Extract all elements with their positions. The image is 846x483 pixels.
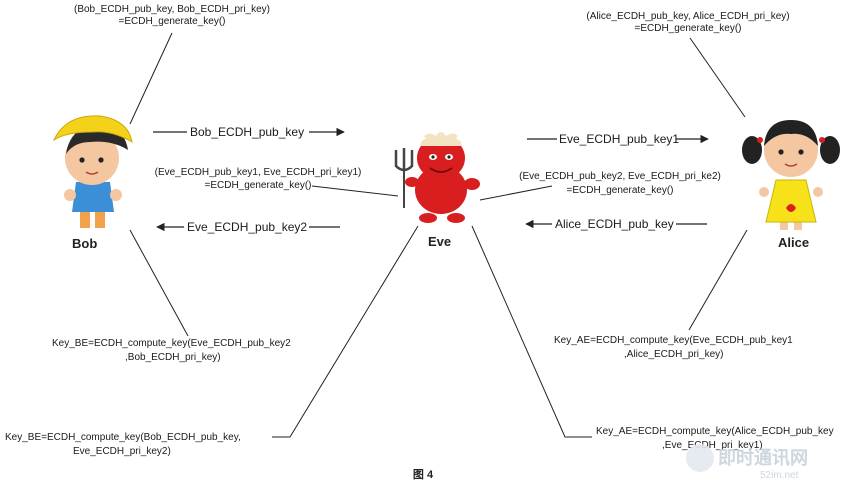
arrow-bob-to-eve: Bob_ECDH_pub_key: [153, 125, 345, 139]
arrow-label-eve-pub1: Eve_ECDH_pub_key1: [559, 132, 679, 146]
bob-character: Bob: [52, 115, 133, 251]
svg-text:(Alice_ECDH_pub_key, Alice_ECD: (Alice_ECDH_pub_key, Alice_ECDH_pri_key): [586, 11, 789, 22]
svg-text:(Bob_ECDH_pub_key, Bob_ECDH_pr: (Bob_ECDH_pub_key, Bob_ECDH_pri_key): [74, 4, 270, 15]
svg-text:(Eve_ECDH_pub_key2, Eve_ECDH_p: (Eve_ECDH_pub_key2, Eve_ECDH_pri_ke2): [519, 171, 721, 182]
svg-text:Key_BE=ECDH_compute_key(Eve_EC: Key_BE=ECDH_compute_key(Eve_ECDH_pub_key…: [52, 338, 291, 349]
eve-character: Eve: [394, 128, 480, 249]
svg-text:Key_BE=ECDH_compute_key(Bob_EC: Key_BE=ECDH_compute_key(Bob_ECDH_pub_key…: [5, 432, 241, 443]
figure-caption: 图 4: [413, 468, 434, 481]
alice-name: Alice: [778, 235, 809, 250]
arrow-label-alice-pub: Alice_ECDH_pub_key: [555, 217, 674, 231]
svg-text:Key_AE=ECDH_compute_key(Eve_EC: Key_AE=ECDH_compute_key(Eve_ECDH_pub_key…: [554, 335, 793, 346]
arrow-label-eve-pub2: Eve_ECDH_pub_key2: [187, 220, 307, 234]
eve-name: Eve: [428, 234, 451, 249]
alice-compute-connector: [688, 229, 748, 331]
svg-text:=ECDH_generate_key(): =ECDH_generate_key(): [635, 23, 742, 34]
arrow-eve-to-bob: Eve_ECDH_pub_key2: [156, 220, 340, 234]
bob-compute-note: Key_BE=ECDH_compute_key(Eve_ECDH_pub_key…: [52, 338, 291, 363]
eve-compute-ae-note: Key_AE=ECDH_compute_key(Alice_ECDH_pub_k…: [596, 426, 834, 451]
eve-generate1-note: (Eve_ECDH_pub_key1, Eve_ECDH_pri_key1) =…: [155, 167, 362, 191]
watermark: 即时通讯网 52im.net: [686, 444, 808, 481]
eve-generate2-note: (Eve_ECDH_pub_key2, Eve_ECDH_pri_ke2) =E…: [519, 171, 721, 196]
connector-lines: [129, 32, 748, 438]
svg-text:(Eve_ECDH_pub_key1, Eve_ECDH_p: (Eve_ECDH_pub_key1, Eve_ECDH_pri_key1): [155, 167, 362, 178]
eve-compute-be-connector: [272, 225, 419, 438]
bob-generate-note: (Bob_ECDH_pub_key, Bob_ECDH_pri_key) =EC…: [74, 4, 270, 27]
svg-text:=ECDH_generate_key(): =ECDH_generate_key(): [205, 180, 312, 191]
svg-text:=ECDH_generate_key(): =ECDH_generate_key(): [567, 185, 674, 196]
arrow-alice-to-eve: Alice_ECDH_pub_key: [525, 217, 707, 231]
eve-gen1-connector: [311, 185, 399, 197]
alice-compute-note: Key_AE=ECDH_compute_key(Eve_ECDH_pub_key…: [554, 335, 793, 360]
alice-gen-connector: [689, 37, 746, 118]
bob-gen-connector: [129, 32, 173, 125]
eve-compute-ae-connector: [471, 225, 592, 438]
svg-text:,Eve_ECDH_pri_key1): ,Eve_ECDH_pri_key1): [662, 440, 763, 451]
watermark-site: 52im.net: [760, 470, 799, 481]
arrow-eve-to-alice: Eve_ECDH_pub_key1: [527, 132, 709, 146]
svg-text:,Alice_ECDH_pri_key): ,Alice_ECDH_pri_key): [624, 349, 723, 360]
watermark-brand: 即时通讯网: [718, 448, 808, 468]
bob-compute-connector: [129, 229, 189, 337]
arrow-label-bob-pub: Bob_ECDH_pub_key: [190, 125, 304, 139]
eve-compute-be-note: Key_BE=ECDH_compute_key(Bob_ECDH_pub_key…: [5, 432, 241, 457]
eve-gen2-connector: [479, 185, 553, 201]
svg-text:Eve_ECDH_pri_key2): Eve_ECDH_pri_key2): [73, 446, 171, 457]
bob-name: Bob: [72, 236, 97, 251]
svg-text:Key_AE=ECDH_compute_key(Alice_: Key_AE=ECDH_compute_key(Alice_ECDH_pub_k…: [596, 426, 834, 437]
alice-character: Alice: [742, 120, 840, 250]
svg-text:,Bob_ECDH_pri_key): ,Bob_ECDH_pri_key): [125, 352, 221, 363]
svg-text:=ECDH_generate_key(): =ECDH_generate_key(): [119, 16, 226, 27]
alice-generate-note: (Alice_ECDH_pub_key, Alice_ECDH_pri_key)…: [586, 11, 789, 34]
